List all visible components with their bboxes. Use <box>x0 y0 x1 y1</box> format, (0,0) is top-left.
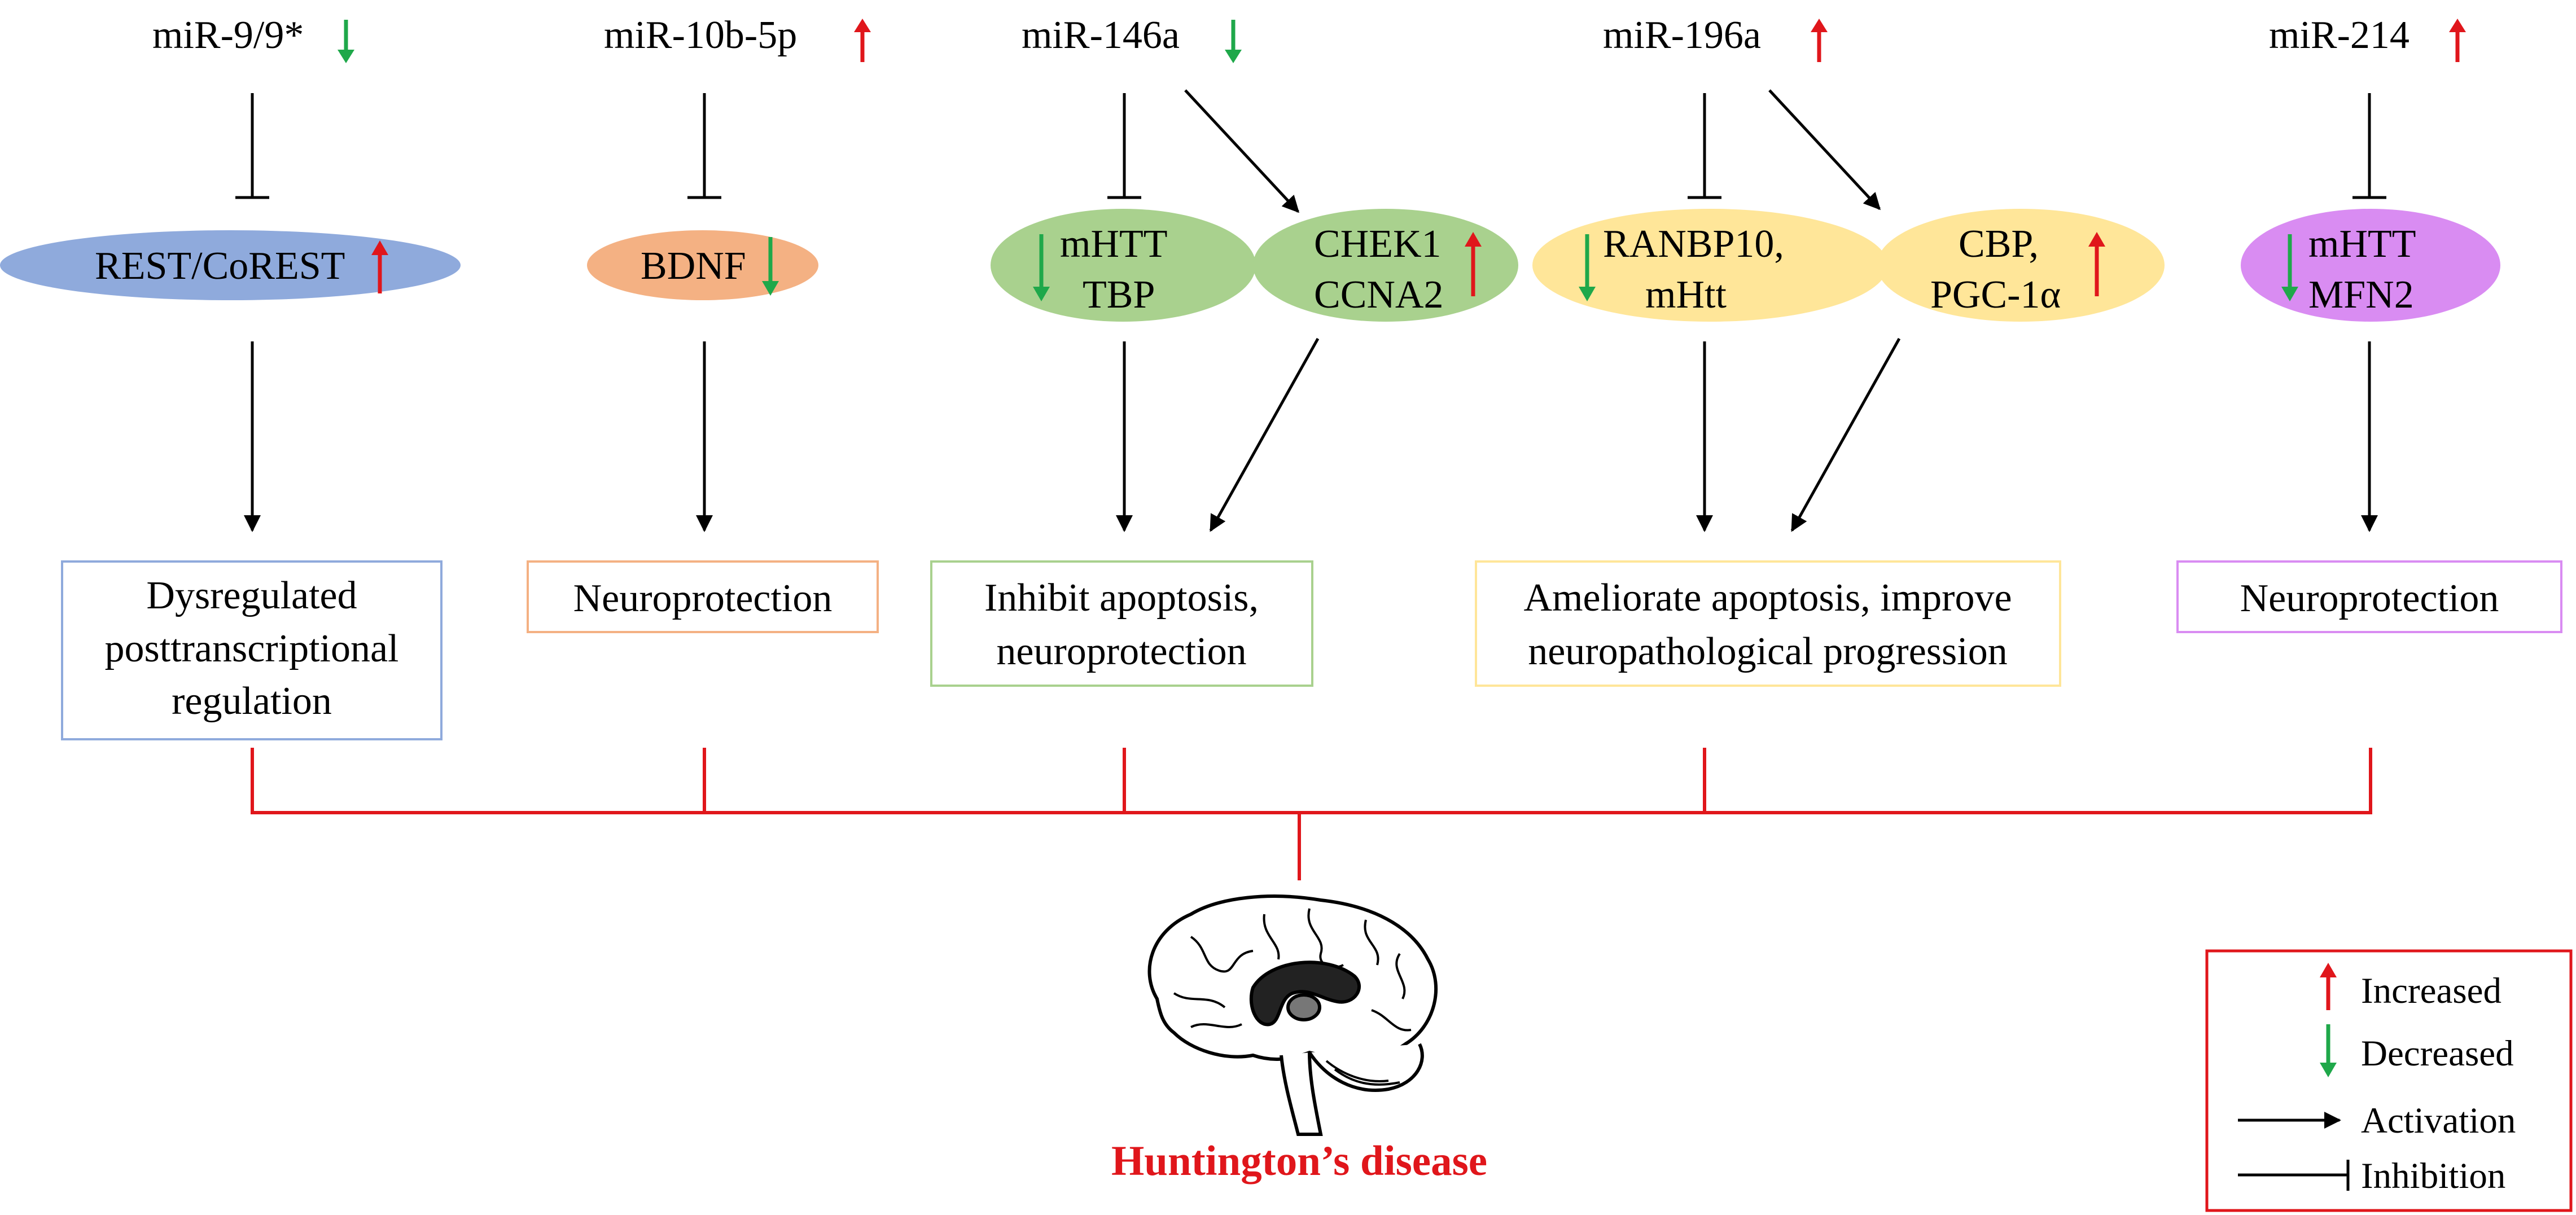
down-arrow-icon <box>1225 20 1242 63</box>
mirna-trend-arrows <box>338 19 2466 63</box>
up-arrow-icon <box>1465 232 1482 296</box>
target-mfn2-line2: MFN2 <box>2308 273 2414 317</box>
inhibition-bar-icon <box>2238 1160 2350 1191</box>
target-ranbp10-line1: RANBP10, <box>1603 222 1784 266</box>
target-bdnf: BDNF <box>587 230 818 300</box>
mirna-header-row: miR-9/9* miR-10b-5p miR-146a miR-196a mi… <box>152 14 2409 57</box>
target-chek1-ccna2: CHEK1 CCNA2 <box>1253 209 1518 322</box>
target-mhtt3-line1: mHTT <box>2308 222 2416 266</box>
target-rest-label: REST/CoREST <box>95 244 345 288</box>
legend-inhibition-label: Inhibition <box>2361 1156 2505 1196</box>
outcome-3-line-2: neuroprotection <box>996 630 1246 673</box>
mirna-label-mir-10b: miR-10b-5p <box>604 14 797 57</box>
up-arrow-icon <box>371 240 388 293</box>
target-mhtt-tbp: mHTT TBP <box>991 209 1256 322</box>
target-nodes: REST/CoREST BDNF mHTT TBP CHEK1 CCN <box>0 209 2500 322</box>
down-arrow-icon <box>2281 234 2298 301</box>
target-mhtt-line1: mHTT <box>1060 222 1168 266</box>
activation-links-top <box>1184 89 1881 213</box>
target-bdnf-label: BDNF <box>641 244 746 288</box>
down-arrow-icon <box>1033 234 1050 301</box>
up-arrow-icon <box>854 19 871 62</box>
mirna-label-mir-9: miR-9/9* <box>152 14 304 57</box>
target-cbp-line1: CBP, <box>1959 222 2039 266</box>
legend-activation-label: Activation <box>2361 1100 2516 1141</box>
outcome-4-line-1: Ameliorate apoptosis, improve <box>1523 576 2012 620</box>
target-mhtt-mfn2: mHTT MFN2 <box>2241 209 2500 322</box>
down-arrow-icon <box>762 237 779 296</box>
down-arrow-icon <box>1579 234 1596 301</box>
up-arrow-icon <box>1811 19 1828 62</box>
mirna-label-mir-196a: miR-196a <box>1603 14 1761 57</box>
outcome-box-4: Ameliorate apoptosis, improve neuropatho… <box>1475 560 2061 687</box>
outcome-1-line-1: Dysregulated <box>146 574 357 617</box>
target-mhtt2-line2: mHtt <box>1645 273 1727 317</box>
target-rest-corest: REST/CoREST <box>0 230 461 300</box>
up-arrow-icon <box>2320 963 2337 1010</box>
inhibition-links <box>235 93 2386 199</box>
outcome-5-line-1: Neuroprotection <box>2240 577 2499 620</box>
disease-title: Huntington’s disease <box>1111 1138 1487 1185</box>
mirna-label-mir-214: miR-214 <box>2269 14 2409 57</box>
up-arrow-icon <box>2449 19 2466 62</box>
outcome-box-3: Inhibit apoptosis, neuroprotection <box>930 560 1313 687</box>
mirna-label-mir-146a: miR-146a <box>1022 14 1180 57</box>
target-ranbp10-mhtt: RANBP10, mHtt <box>1532 209 1888 322</box>
legend-increased-label: Increased <box>2361 971 2501 1011</box>
down-arrow-icon <box>338 20 354 63</box>
outcome-box-2: Neuroprotection <box>527 560 879 633</box>
target-cbp-pgc: CBP, PGC-1α <box>1877 209 2165 322</box>
outcome-2-line-1: Neuroprotection <box>573 577 833 620</box>
outcome-3-line-1: Inhibit apoptosis, <box>984 576 1259 620</box>
outcome-boxes: Dysregulated posttranscriptional regulat… <box>61 560 2562 740</box>
outcome-1-line-2: posttranscriptional <box>104 627 398 670</box>
down-arrow-icon <box>2320 1024 2337 1077</box>
outcome-4-line-2: neuropathological progression <box>1528 630 2008 673</box>
disease-connector <box>251 748 2372 880</box>
legend: Increased Decreased Activation Inhibitio… <box>2205 949 2573 1212</box>
activation-links-bottom <box>244 337 2378 532</box>
target-ccna2-line2: CCNA2 <box>1314 273 1443 317</box>
outcome-1-line-3: regulation <box>172 679 332 723</box>
target-tbp-line2: TBP <box>1083 273 1155 317</box>
up-arrow-icon <box>2088 232 2105 296</box>
brain-icon <box>1147 894 1438 1136</box>
outcome-box-1: Dysregulated posttranscriptional regulat… <box>61 560 443 740</box>
target-chek1-line1: CHEK1 <box>1314 222 1442 266</box>
outcome-box-5: Neuroprotection <box>2176 560 2562 633</box>
legend-decreased-label: Decreased <box>2361 1033 2514 1074</box>
target-pgc-line2: PGC-1α <box>1930 273 2061 317</box>
